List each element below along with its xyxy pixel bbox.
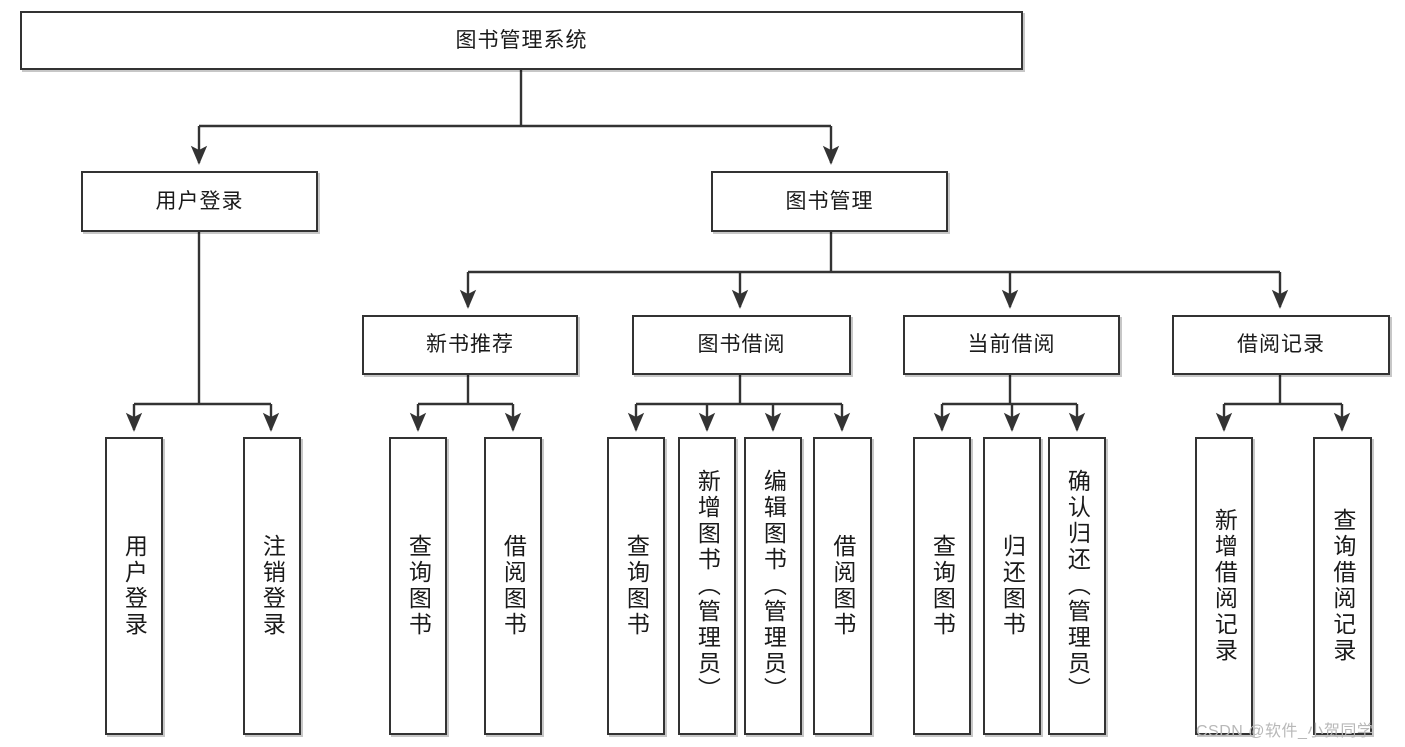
node-leaf-add-book[interactable]: 新增图书（管理员） bbox=[678, 437, 736, 735]
edges-currentborrow-to-leaves bbox=[933, 375, 1086, 432]
node-leaf-query-record-label: 查询借阅记录 bbox=[1329, 508, 1356, 664]
node-borrow-record-label: 借阅记录 bbox=[1237, 333, 1325, 357]
edges-borrowrecord-to-leaves bbox=[1215, 375, 1351, 432]
node-leaf-return-book-label: 归还图书 bbox=[999, 534, 1026, 638]
node-leaf-user-login-label: 用户登录 bbox=[121, 534, 148, 638]
node-leaf-edit-book-label: 编辑图书（管理员） bbox=[760, 469, 787, 703]
node-leaf-confirm-return-label: 确认归还（管理员） bbox=[1064, 469, 1091, 703]
edges-recommend-to-leaves bbox=[409, 375, 522, 432]
edges-bookborrow-to-leaves bbox=[627, 375, 851, 432]
node-book-borrow[interactable]: 图书借阅 bbox=[632, 315, 851, 375]
node-new-book-recommend[interactable]: 新书推荐 bbox=[362, 315, 578, 375]
node-leaf-logout[interactable]: 注销登录 bbox=[243, 437, 301, 735]
edges-userlogin-to-leaves bbox=[125, 232, 280, 432]
node-leaf-borrow-book-2-label: 借阅图书 bbox=[829, 534, 856, 638]
node-leaf-user-login[interactable]: 用户登录 bbox=[105, 437, 163, 735]
node-user-login[interactable]: 用户登录 bbox=[81, 171, 318, 232]
node-borrow-record[interactable]: 借阅记录 bbox=[1172, 315, 1390, 375]
edges-root-to-level2 bbox=[190, 70, 840, 165]
node-leaf-add-record[interactable]: 新增借阅记录 bbox=[1195, 437, 1253, 735]
node-leaf-borrow-book-1[interactable]: 借阅图书 bbox=[484, 437, 542, 735]
node-leaf-borrow-book-1-label: 借阅图书 bbox=[500, 534, 527, 638]
node-root[interactable]: 图书管理系统 bbox=[20, 11, 1023, 70]
node-leaf-logout-label: 注销登录 bbox=[259, 534, 286, 638]
node-leaf-add-record-label: 新增借阅记录 bbox=[1211, 508, 1238, 664]
node-user-login-label: 用户登录 bbox=[155, 189, 244, 213]
node-book-borrow-label: 图书借阅 bbox=[697, 333, 786, 357]
edges-bookmanage-to-level3 bbox=[459, 232, 1289, 309]
node-current-borrow[interactable]: 当前借阅 bbox=[903, 315, 1120, 375]
node-leaf-confirm-return[interactable]: 确认归还（管理员） bbox=[1048, 437, 1106, 735]
node-leaf-query-book-1-label: 查询图书 bbox=[405, 534, 432, 638]
csdn-watermark: CSDN @软件_小贺同学 bbox=[1196, 723, 1374, 740]
node-book-manage[interactable]: 图书管理 bbox=[711, 171, 948, 232]
node-leaf-query-book-1[interactable]: 查询图书 bbox=[389, 437, 447, 735]
node-leaf-query-book-2[interactable]: 查询图书 bbox=[607, 437, 665, 735]
node-leaf-edit-book[interactable]: 编辑图书（管理员） bbox=[744, 437, 802, 735]
node-book-manage-label: 图书管理 bbox=[785, 189, 874, 213]
node-leaf-add-book-label: 新增图书（管理员） bbox=[694, 469, 721, 703]
node-leaf-return-book[interactable]: 归还图书 bbox=[983, 437, 1041, 735]
node-leaf-query-book-3[interactable]: 查询图书 bbox=[913, 437, 971, 735]
node-leaf-query-book-3-label: 查询图书 bbox=[929, 534, 956, 638]
node-leaf-borrow-book-2[interactable]: 借阅图书 bbox=[813, 437, 872, 735]
node-current-borrow-label: 当前借阅 bbox=[967, 333, 1056, 357]
node-leaf-query-record[interactable]: 查询借阅记录 bbox=[1313, 437, 1372, 735]
node-leaf-query-book-2-label: 查询图书 bbox=[623, 534, 650, 638]
node-root-label: 图书管理系统 bbox=[455, 28, 588, 52]
node-new-book-recommend-label: 新书推荐 bbox=[426, 333, 514, 357]
